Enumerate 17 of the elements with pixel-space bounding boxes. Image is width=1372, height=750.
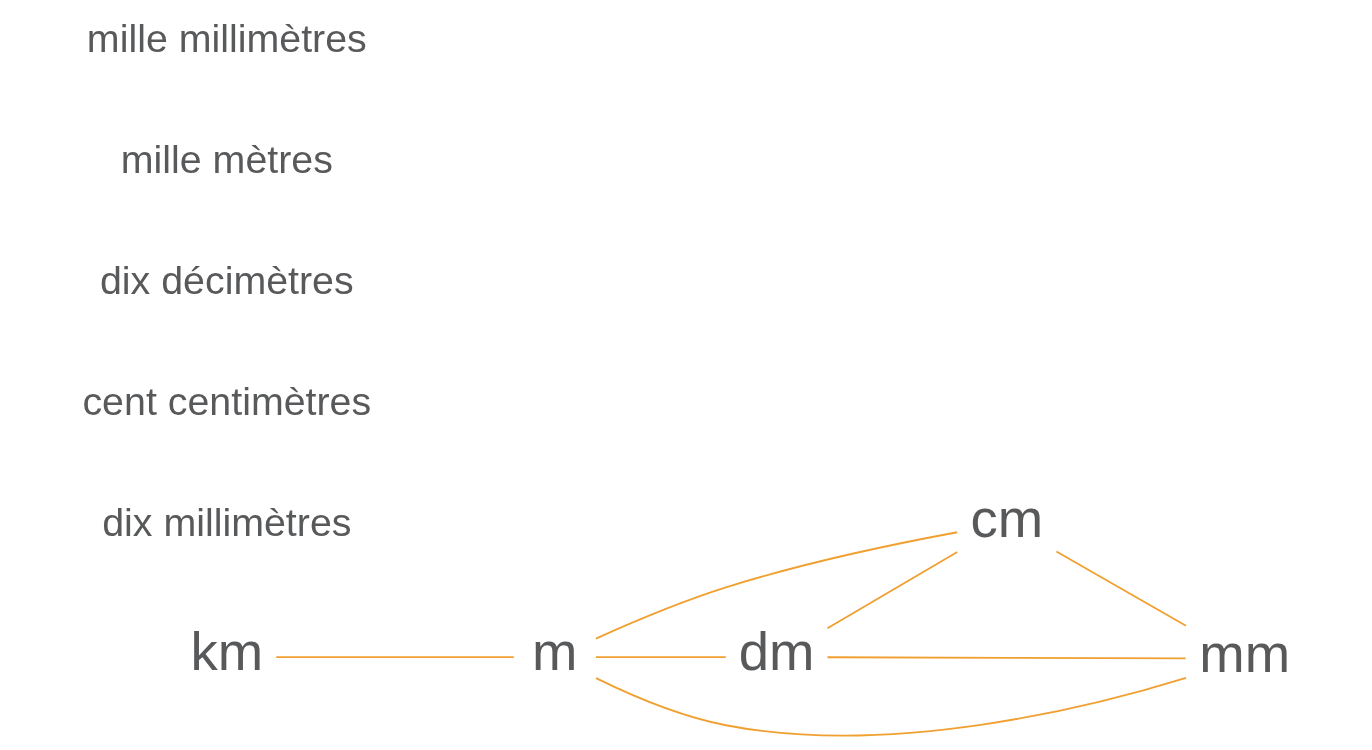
label: mille millimètres — [86, 15, 367, 60]
node-text: cm — [970, 488, 1043, 550]
node-text: km — [189, 621, 263, 683]
label: dix décimètres — [99, 258, 354, 303]
connector — [1055, 550, 1187, 627]
node-text: m — [531, 621, 577, 683]
label: dix millimètres — [101, 500, 351, 545]
node-text: dm — [738, 621, 814, 683]
connector — [594, 531, 958, 640]
connector — [594, 656, 727, 658]
connector — [826, 551, 958, 630]
label: mille mètres — [120, 136, 333, 181]
connector — [826, 656, 1187, 660]
label: cent centimètres — [81, 379, 371, 424]
node-text: mm — [1198, 622, 1290, 684]
connector — [594, 676, 1187, 737]
connector — [274, 656, 515, 658]
